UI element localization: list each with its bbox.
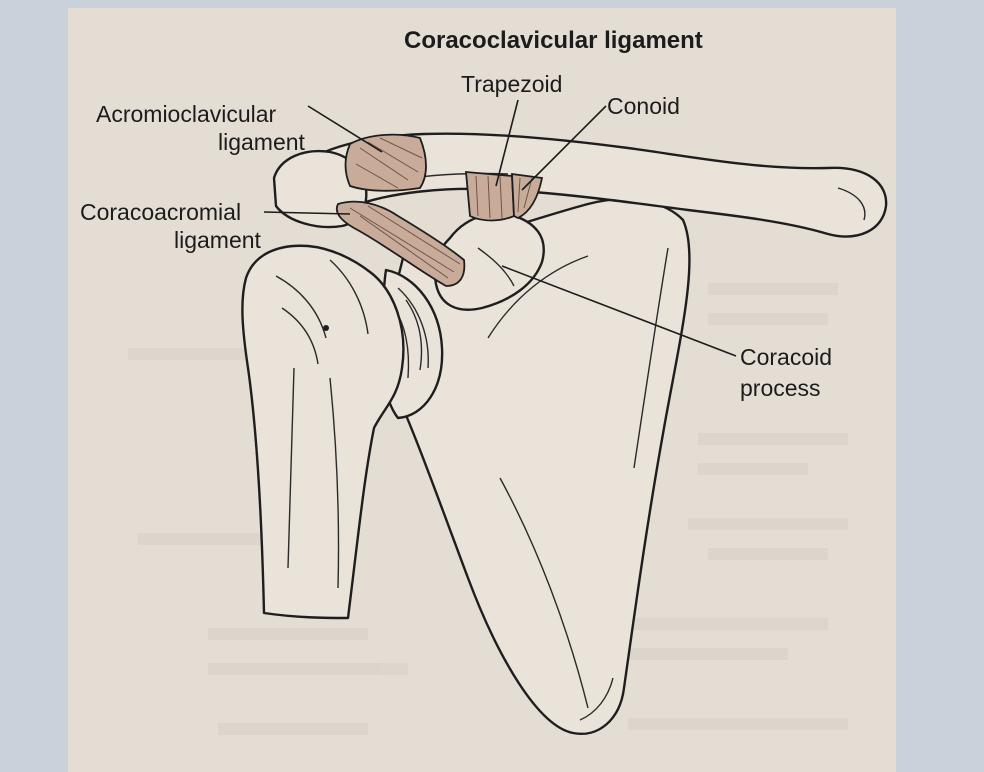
acromioclavicular-fibers — [355, 137, 423, 189]
label-acromioclavicular-line1: Acromioclavicular — [96, 101, 277, 127]
shoulder-diagram: Coracoclavicular ligament Trapezoid Cono… — [80, 27, 888, 736]
leader-coracoacromial — [263, 211, 351, 215]
acromioclavicular-ligament — [344, 133, 427, 192]
label-coracoid-line2: process — [740, 375, 821, 401]
coracoid-hatching — [477, 247, 515, 287]
humerus — [241, 244, 405, 620]
scapula-spine-line — [487, 255, 589, 339]
coracoacromial-fibers — [349, 205, 461, 279]
humerus-dot — [323, 325, 329, 331]
scapula-border-line — [499, 477, 589, 709]
conoid-fibers — [517, 177, 533, 213]
label-trapezoid: Trapezoid — [461, 71, 562, 97]
humerus-shaft-lines — [287, 367, 340, 589]
label-coracoacromial-line1: Coracoacromial — [80, 199, 241, 225]
trapezoid-fibers — [475, 175, 503, 219]
leader-coracoid — [501, 265, 737, 357]
scapula-medial-line — [633, 247, 669, 469]
leader-trapezoid — [495, 99, 519, 187]
leader-conoid — [521, 105, 607, 191]
page-photo: Coracoclavicular ligament Trapezoid Cono… — [68, 8, 896, 772]
label-conoid: Conoid — [607, 93, 680, 119]
label-coracoacromial-line2: ligament — [174, 227, 262, 253]
scapula-angle-line — [579, 677, 614, 721]
clavicle — [298, 132, 888, 238]
humerus-head-hatching — [275, 259, 369, 365]
leader-acromioclavicular — [307, 105, 383, 153]
label-acromioclavicular-line2: ligament — [218, 129, 306, 155]
label-coracoid-line1: Coracoid — [740, 344, 832, 370]
diagram-title: Coracoclavicular ligament — [404, 27, 703, 54]
coracoacromial-ligament — [335, 200, 466, 287]
